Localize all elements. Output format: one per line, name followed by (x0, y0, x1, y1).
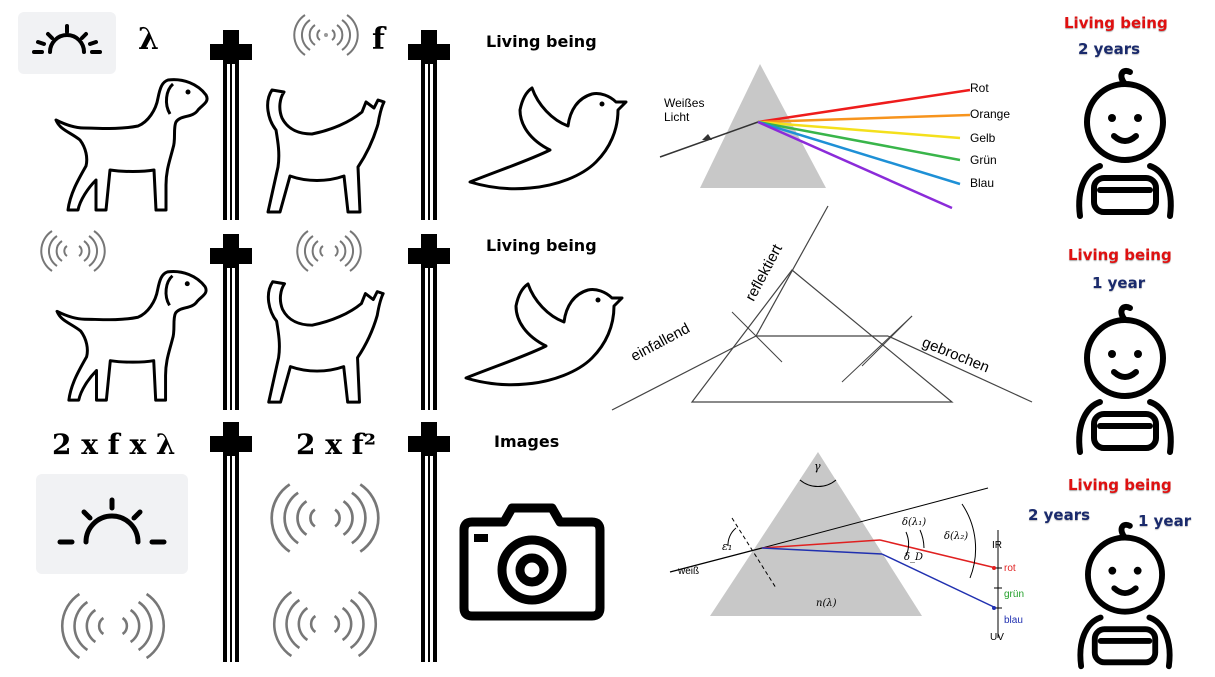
sound-waves-icon (296, 230, 362, 272)
label-delta-d: δ_D (904, 552, 924, 563)
label-rot: rot (1004, 563, 1016, 574)
dog-icon (54, 78, 209, 212)
color-label-gruen: Grün (970, 153, 997, 167)
sun-tile (18, 12, 116, 74)
row3-label: Images (494, 432, 560, 451)
sound-waves-icon (273, 590, 377, 658)
label-blau: blau (1004, 615, 1023, 626)
camera-icon (459, 503, 605, 621)
dog-icon (55, 270, 208, 402)
cross-3-1 (210, 422, 252, 662)
baby-2-age: 1 year (1092, 274, 1146, 292)
sunrise-icon (57, 497, 167, 545)
sun-tile-large (36, 474, 188, 574)
baby-2-title: Living being (1068, 246, 1172, 264)
formula-2: 2 x f² (296, 428, 376, 461)
label-epsilon: ε₁ (722, 540, 733, 553)
cross-1-1 (210, 30, 252, 220)
formula-1: 2 x f x λ (52, 428, 176, 461)
cat-icon (266, 88, 386, 214)
baby-icon (1077, 521, 1173, 670)
baby-1-title: Living being (1064, 14, 1168, 32)
cross-1-2 (408, 30, 450, 220)
color-label-gelb: Gelb (970, 131, 996, 145)
color-label-rot: Rot (970, 81, 989, 95)
sunrise-icon (32, 24, 102, 54)
cat-icon (266, 280, 385, 404)
baby-icon (1076, 304, 1174, 455)
label-gamma: γ (814, 460, 821, 473)
color-label-orange: Orange (970, 107, 1011, 121)
label-delta-2: δ(λ₂) (944, 531, 969, 542)
baby-1-age: 2 years (1078, 40, 1141, 58)
baby-3-title: Living being (1068, 476, 1172, 494)
label-delta-1: δ(λ₁) (902, 517, 927, 528)
prism-reflection-diagram (611, 205, 1033, 411)
baby-icon (1076, 68, 1174, 219)
incoming-label-1: Weißes (664, 96, 704, 110)
label-n-lambda: n(λ) (816, 598, 837, 609)
baby-3-age-b: 1 year (1138, 512, 1192, 530)
sound-waves-icon (40, 230, 106, 272)
frequency-symbol: f (372, 22, 385, 57)
baby-3-age-a: 2 years (1028, 506, 1091, 524)
sound-waves-icon (293, 14, 359, 56)
prism-dispersion-diagram: Weißes Licht (659, 64, 971, 210)
row1-label: Living being (486, 32, 597, 51)
row2-label: Living being (486, 236, 597, 255)
cross-2-1 (210, 234, 252, 410)
sound-waves-icon (61, 592, 165, 660)
label-gruen: grün (1004, 589, 1025, 600)
label-weiss: weiß (678, 566, 700, 577)
label-ir: IR (992, 540, 1002, 551)
label-uv: UV (990, 632, 1004, 643)
prism-deviation-diagram (669, 452, 1002, 638)
dove-icon (468, 86, 628, 191)
cross-3-2 (408, 422, 450, 662)
lambda-symbol: λ (138, 22, 160, 57)
sound-waves-icon (270, 483, 380, 553)
dove-icon (464, 282, 624, 387)
color-label-blau: Blau (970, 176, 995, 190)
cross-2-2 (408, 234, 450, 410)
incoming-label-2: Licht (664, 110, 690, 124)
